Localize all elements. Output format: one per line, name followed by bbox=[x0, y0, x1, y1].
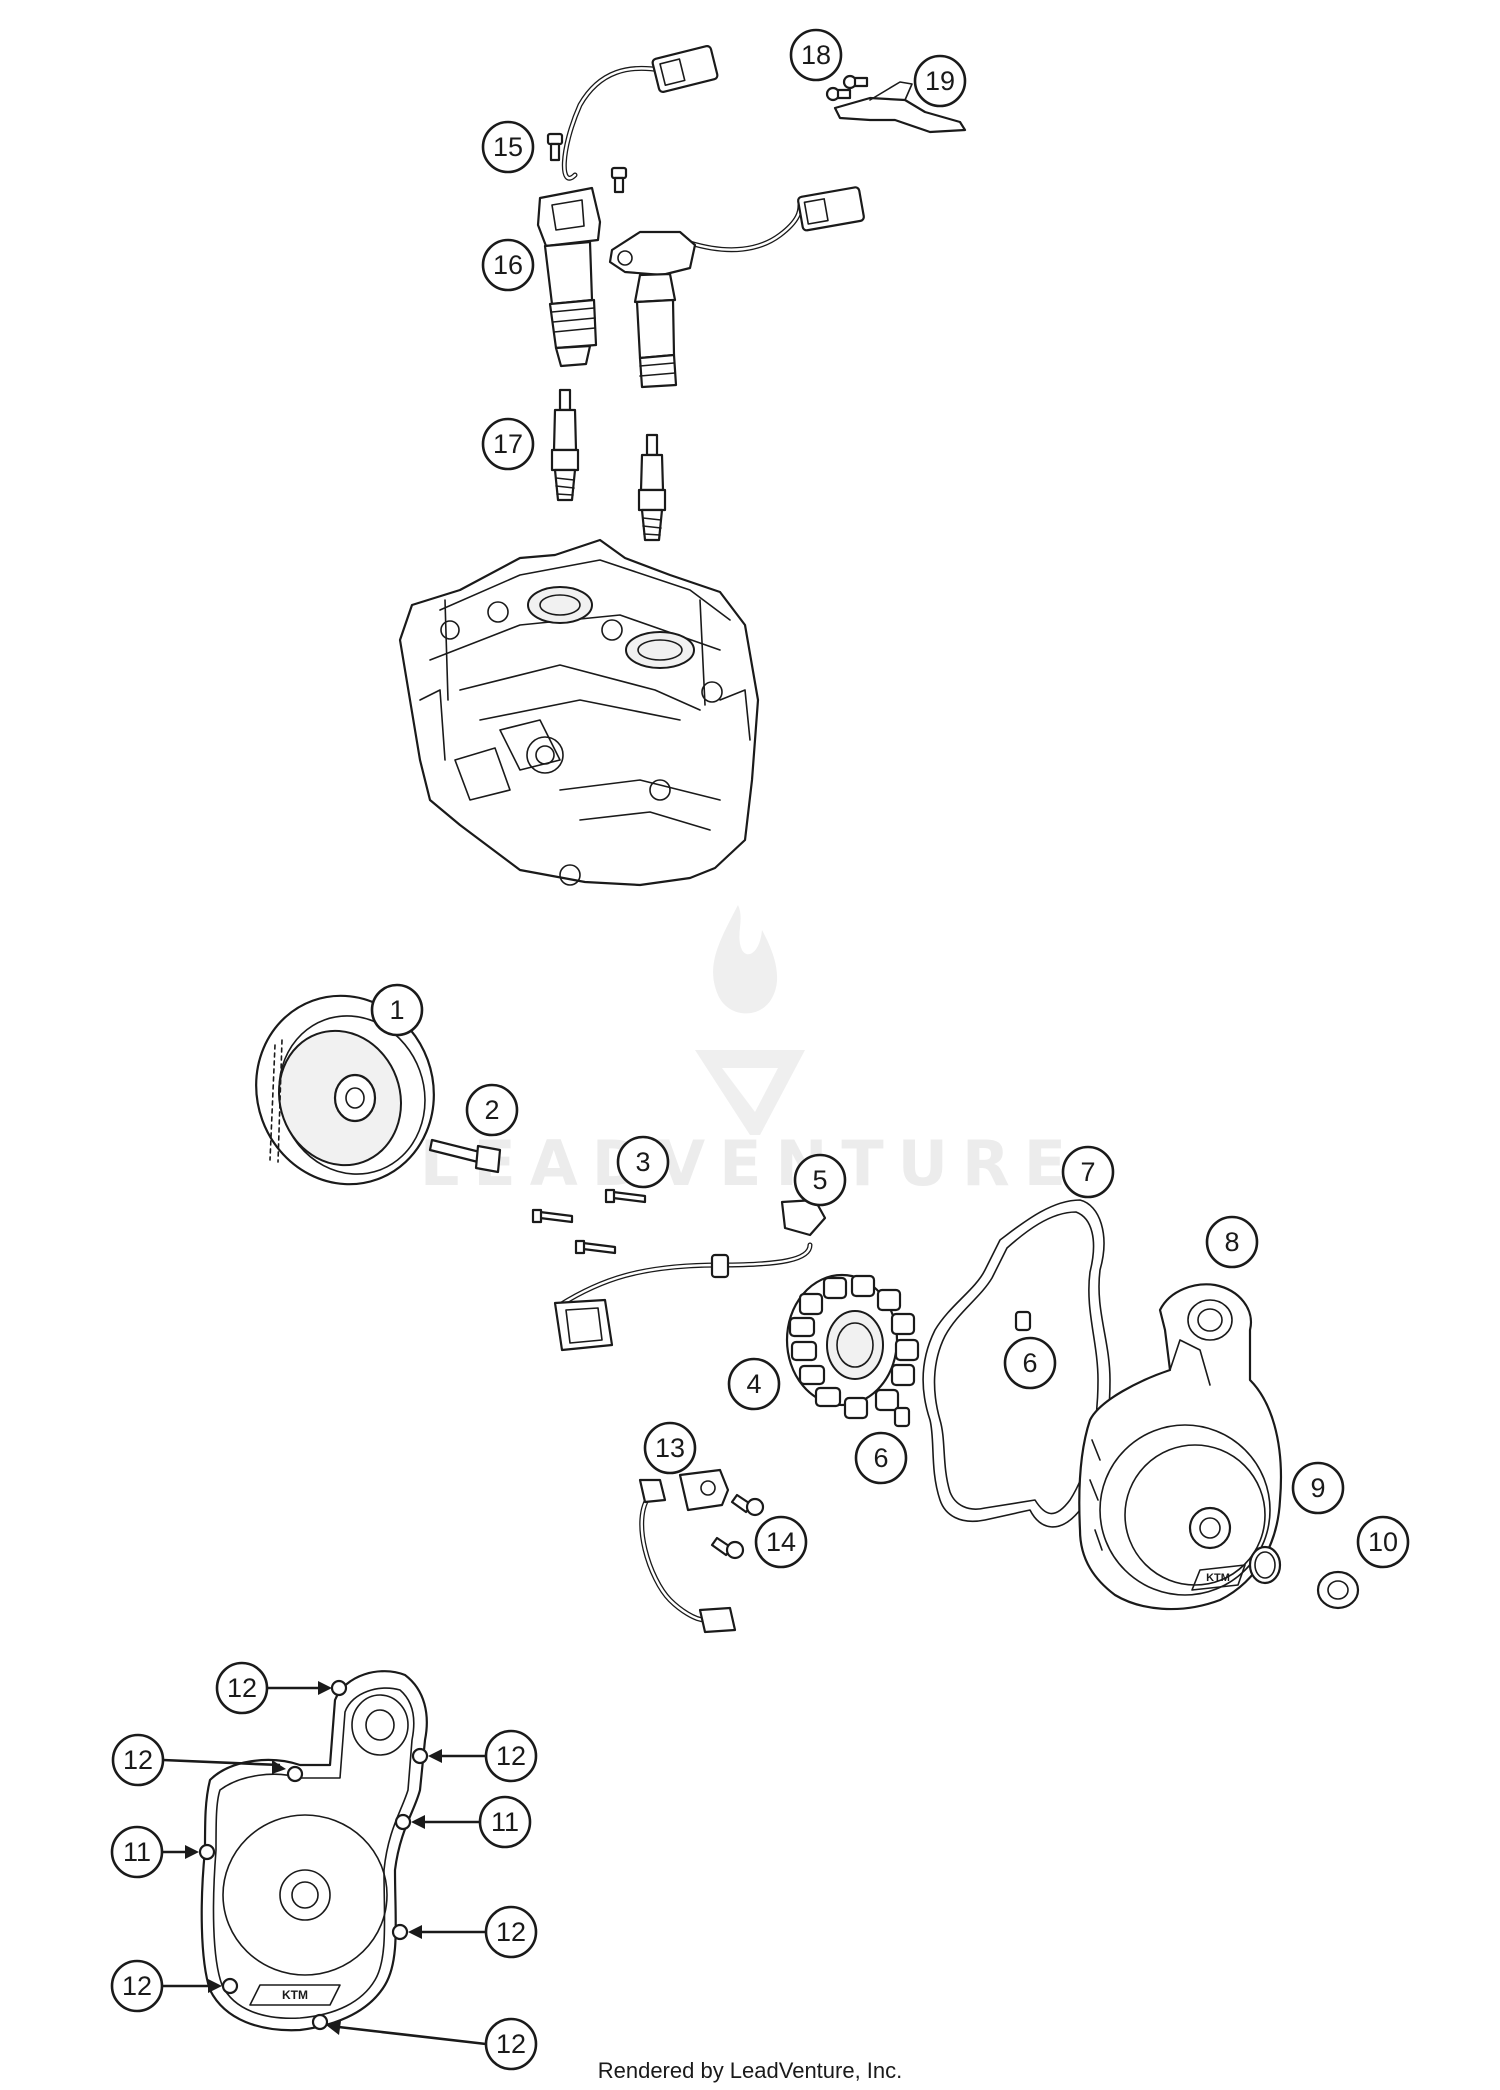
svg-text:12: 12 bbox=[496, 2029, 526, 2059]
flywheel-rotor bbox=[255, 994, 435, 1186]
callout-12-left-lower: 12 bbox=[110, 1959, 164, 2013]
cover-bolts bbox=[198, 1679, 429, 2031]
callout-6-upper: 6 bbox=[1003, 1336, 1057, 1390]
callout-10: 10 bbox=[1356, 1515, 1410, 1569]
svg-text:17: 17 bbox=[493, 429, 523, 459]
stator-4 bbox=[553, 1242, 920, 1420]
callout-bubbles: 15 16 17 18 19 1 2 3 5 7 8 6 4 6 13 14 9… bbox=[110, 28, 1410, 2071]
callout-7: 7 bbox=[1061, 1145, 1115, 1199]
svg-text:10: 10 bbox=[1368, 1527, 1398, 1557]
callout-17: 17 bbox=[481, 417, 535, 471]
callout-16: 16 bbox=[481, 238, 535, 292]
svg-text:15: 15 bbox=[493, 132, 523, 162]
svg-text:2: 2 bbox=[484, 1095, 499, 1125]
ignition-coil-right bbox=[608, 186, 865, 389]
stator-screws-3 bbox=[531, 1188, 647, 1255]
engine-cylinder-head bbox=[398, 538, 760, 887]
svg-text:7: 7 bbox=[1080, 1157, 1095, 1187]
ignition-coil-left bbox=[536, 44, 719, 368]
bolt-coil-right bbox=[610, 166, 628, 194]
svg-text:4: 4 bbox=[746, 1369, 761, 1399]
callout-1: 1 bbox=[370, 983, 424, 1037]
plug-screw-10 bbox=[1316, 1570, 1360, 1610]
svg-text:12: 12 bbox=[496, 1917, 526, 1947]
gasket-7 bbox=[922, 1199, 1111, 1528]
svg-text:19: 19 bbox=[925, 66, 955, 96]
svg-text:18: 18 bbox=[801, 40, 831, 70]
bolt-15 bbox=[546, 132, 564, 162]
callout-5: 5 bbox=[793, 1153, 847, 1207]
svg-text:14: 14 bbox=[766, 1527, 796, 1557]
sensor-screws-14 bbox=[710, 1493, 765, 1560]
callout-11-left: 11 bbox=[110, 1825, 164, 1879]
screws-18 bbox=[825, 74, 869, 102]
svg-text:12: 12 bbox=[122, 1971, 152, 2001]
callout-11-right: 11 bbox=[478, 1795, 532, 1849]
callout-14: 14 bbox=[754, 1515, 808, 1569]
svg-text:8: 8 bbox=[1224, 1227, 1239, 1257]
stator-poles bbox=[788, 1274, 920, 1420]
spark-plug-left bbox=[550, 388, 580, 502]
svg-text:11: 11 bbox=[123, 1837, 151, 1867]
callout-12-top: 12 bbox=[215, 1661, 269, 1715]
svg-text:1: 1 bbox=[389, 995, 404, 1025]
svg-text:9: 9 bbox=[1310, 1473, 1325, 1503]
callout-3: 3 bbox=[616, 1135, 670, 1189]
callout-12-bottom: 12 bbox=[484, 2017, 538, 2071]
o-ring-9 bbox=[1248, 1545, 1282, 1585]
cover-logo: KTM bbox=[1206, 1572, 1230, 1584]
ignition-cover-detail: KTM bbox=[200, 1670, 428, 2032]
flywheel-bolt-2 bbox=[428, 1138, 502, 1174]
callout-12-right-upper: 12 bbox=[484, 1729, 538, 1783]
dowel-pins-6 bbox=[893, 1310, 1032, 1428]
callout-12-left-upper: 12 bbox=[111, 1733, 165, 1787]
footer-credit: Rendered by LeadVenture, Inc. bbox=[597, 2058, 903, 2083]
svg-text:13: 13 bbox=[655, 1433, 685, 1463]
svg-text:5: 5 bbox=[812, 1165, 827, 1195]
svg-text:12: 12 bbox=[496, 1741, 526, 1771]
svg-text:12: 12 bbox=[227, 1673, 257, 1703]
watermark-text: LEADVENTURE bbox=[420, 1127, 1080, 1200]
ignition-cover-8: KTM bbox=[1078, 1283, 1283, 1611]
cover-detail-logo: KTM bbox=[282, 1988, 308, 2002]
callout-9: 9 bbox=[1291, 1461, 1345, 1515]
bracket-19 bbox=[833, 81, 967, 134]
callout-8: 8 bbox=[1205, 1215, 1259, 1269]
callout-18: 18 bbox=[789, 28, 843, 82]
callout-15: 15 bbox=[481, 120, 535, 174]
callout-leaders bbox=[162, 1681, 487, 2046]
svg-text:3: 3 bbox=[635, 1147, 650, 1177]
svg-text:6: 6 bbox=[873, 1443, 888, 1473]
svg-text:16: 16 bbox=[493, 250, 523, 280]
callout-19: 19 bbox=[913, 54, 967, 108]
spark-plug-right bbox=[637, 433, 667, 542]
crank-position-sensor-13 bbox=[638, 1468, 737, 1634]
leadventure-watermark: LEADVENTURE bbox=[420, 905, 1080, 1200]
callout-12-right-lower: 12 bbox=[484, 1905, 538, 1959]
callout-4: 4 bbox=[727, 1357, 781, 1411]
callout-6-lower: 6 bbox=[854, 1431, 908, 1485]
callout-13: 13 bbox=[643, 1421, 697, 1475]
svg-text:6: 6 bbox=[1022, 1348, 1037, 1378]
callout-2: 2 bbox=[465, 1083, 519, 1137]
svg-text:12: 12 bbox=[123, 1745, 153, 1775]
svg-text:11: 11 bbox=[491, 1807, 519, 1837]
